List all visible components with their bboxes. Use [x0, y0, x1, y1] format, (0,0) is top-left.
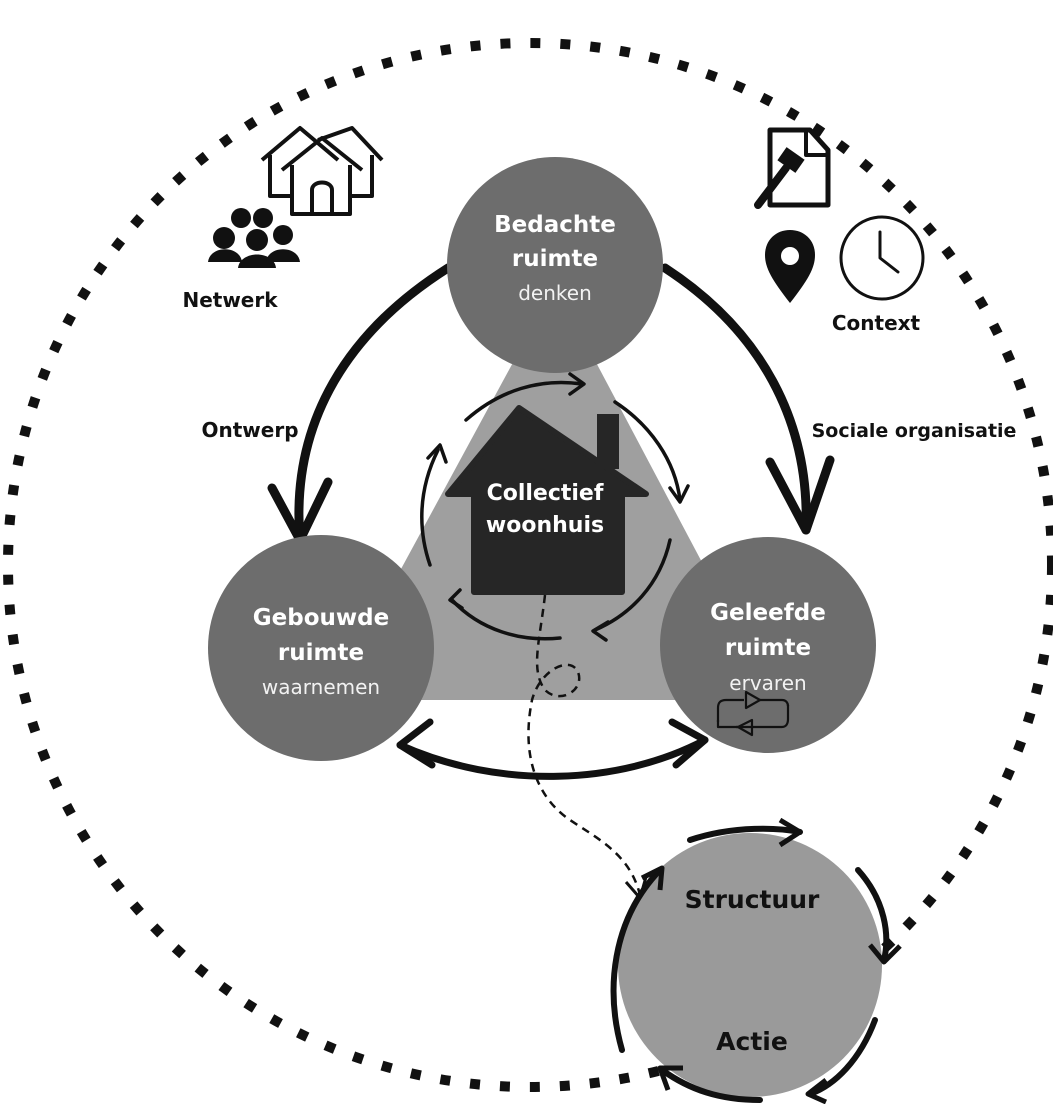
- arrow-design: [294, 263, 453, 545]
- arrow-built-lived: [396, 736, 709, 780]
- dashed-path-to-cycle: [527, 594, 642, 896]
- houses-icon: [260, 126, 384, 216]
- center-label-line-1: Collectief: [487, 481, 604, 506]
- node-built-space: Gebouwde ruimte waarnemen: [208, 535, 434, 761]
- people-icon: [208, 208, 300, 268]
- center-label-line-2: woonhuis: [486, 513, 604, 538]
- outer-dotted-boundary: [3, 38, 1053, 1092]
- location-pin-icon: [765, 230, 815, 303]
- cycle-label-action: Actie: [716, 1027, 788, 1056]
- label-design: Ontwerp: [201, 418, 298, 442]
- cycle-arrows-icon: [716, 690, 790, 737]
- node-built-subtitle: waarnemen: [262, 675, 380, 699]
- node-conceived-title-1: Bedachte: [494, 212, 616, 238]
- clock-icon: [839, 215, 925, 301]
- cycle-label-structure: Structuur: [685, 885, 820, 914]
- node-conceived-subtitle: denken: [518, 281, 592, 305]
- node-built-title-2: ruimte: [278, 640, 364, 666]
- arrow-built-lived-head-left: [396, 718, 436, 769]
- collective-house-icon: Collectief woonhuis: [445, 405, 649, 595]
- label-social-organisation: Sociale organisatie: [812, 420, 1017, 442]
- arrow-social-organisation: [660, 263, 811, 535]
- node-built-title-1: Gebouwde: [253, 605, 389, 631]
- arrow-built-lived-head-right: [668, 718, 709, 769]
- structure-action-cycle: Structuur Actie: [610, 690, 902, 1104]
- node-conceived-title-2: ruimte: [512, 246, 598, 272]
- inner-cycle-arrows: [420, 372, 690, 642]
- node-lived-subtitle: ervaren: [729, 671, 806, 695]
- legal-document-icon: [754, 127, 831, 209]
- node-lived-space: Geleefde ruimte ervaren: [660, 537, 876, 753]
- node-lived-title-2: ruimte: [725, 635, 811, 661]
- node-conceived-space: Bedachte ruimte denken: [447, 157, 663, 373]
- label-network: Netwerk: [182, 288, 278, 312]
- label-context: Context: [832, 311, 921, 335]
- arrow-social-organisation-head: [765, 455, 835, 535]
- node-lived-title-1: Geleefde: [710, 600, 826, 626]
